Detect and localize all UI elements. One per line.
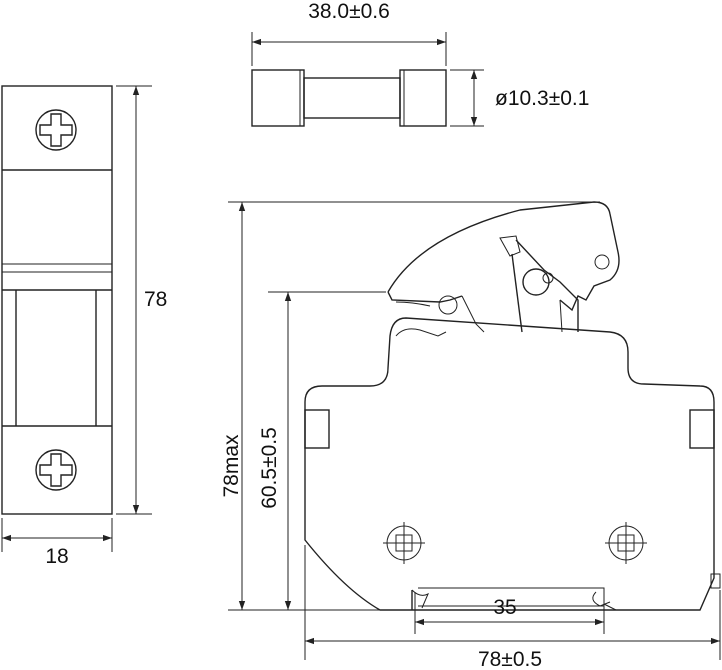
- side-width-dimension: 18: [1, 518, 113, 568]
- overall-width-label: 78±0.5: [478, 648, 542, 670]
- bottom-screw-icon: [35, 449, 77, 491]
- fuse-length-dimension: 38.0±0.6: [251, 0, 447, 66]
- overall-width-dimension: 78±0.5: [304, 545, 721, 670]
- front-view: [304, 201, 721, 611]
- fuse-length-label: 38.0±0.6: [308, 0, 390, 23]
- side-height-label: 78: [144, 288, 167, 311]
- top-screw-icon: [35, 109, 77, 151]
- side-view: [1, 85, 113, 515]
- left-mounting-hole-icon: [383, 522, 425, 564]
- side-width-label: 18: [45, 545, 68, 568]
- fuse-diameter-dimension: ø10.3±0.1: [450, 69, 589, 127]
- side-height-dimension: 78: [116, 85, 167, 515]
- rail-width-label: 35: [493, 596, 516, 619]
- overall-height-dimension: 78max: [220, 201, 600, 611]
- overall-height-label: 78max: [220, 434, 243, 498]
- inner-height-label: 60.5±0.5: [258, 427, 281, 509]
- rail-width-dimension: 35: [414, 592, 605, 634]
- right-mounting-hole-icon: [605, 522, 647, 564]
- fuse-diameter-label: ø10.3±0.1: [495, 87, 589, 110]
- fuse-cartridge: [251, 69, 447, 127]
- inner-height-dimension: 60.5±0.5: [258, 291, 386, 611]
